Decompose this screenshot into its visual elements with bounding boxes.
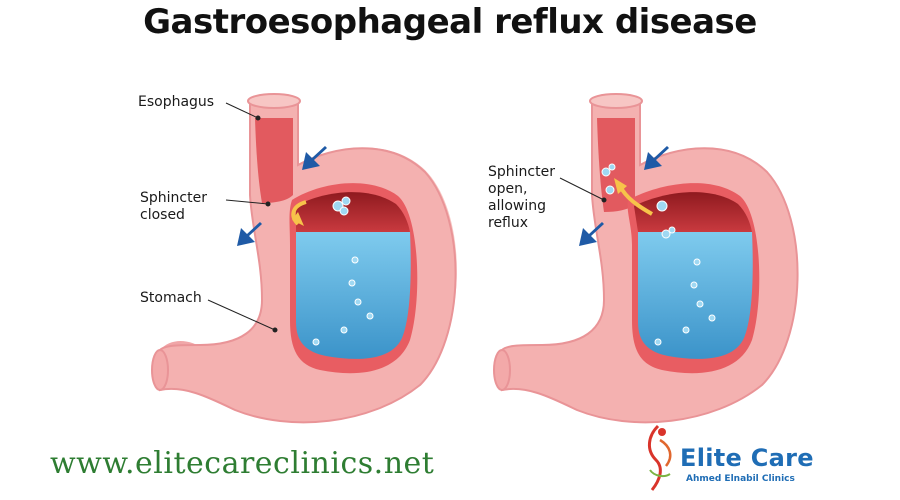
website-url[interactable]: www.elitecareclinics.net — [50, 446, 435, 481]
stomach-label: Stomach — [140, 290, 202, 306]
right-stomach — [493, 93, 799, 424]
right-duodenum-opening — [493, 349, 511, 391]
left-gastric-acid — [296, 192, 410, 232]
esophagus-label: Esophagus — [138, 94, 215, 110]
brand-name: Elite Care — [680, 444, 814, 472]
sphincter-closed-label: Sphincter closed — [140, 190, 207, 223]
left-esophagus-lining — [255, 118, 293, 203]
sphincter-open-label: Sphincter open, allowing reflux — [488, 164, 555, 231]
left-leader-lines — [207, 102, 278, 333]
bubble-icon — [312, 196, 374, 346]
left-esophagus-opening — [247, 93, 301, 109]
right-gastric-fluid — [638, 232, 753, 359]
elite-care-logo: Elite Care Ahmed Elnabil Clinics — [640, 420, 840, 495]
left-gastric-fluid — [296, 232, 411, 359]
right-esophagus-opening — [589, 93, 643, 109]
pressure-arrow-icon — [579, 146, 669, 246]
reflux-arrow-head-icon — [614, 178, 627, 194]
bubble-icon — [601, 163, 716, 346]
left-duodenum-opening — [151, 349, 169, 391]
pressure-arrow-icon — [237, 146, 327, 246]
elite-care-logo-icon — [648, 424, 672, 491]
reflux-arrow-head-icon — [292, 212, 304, 226]
page-title: Gastroesophageal reflux disease — [143, 2, 757, 42]
left-stomach — [151, 93, 457, 424]
brand-subtitle: Ahmed Elnabil Clinics — [686, 474, 795, 484]
right-leader-lines — [559, 177, 607, 203]
